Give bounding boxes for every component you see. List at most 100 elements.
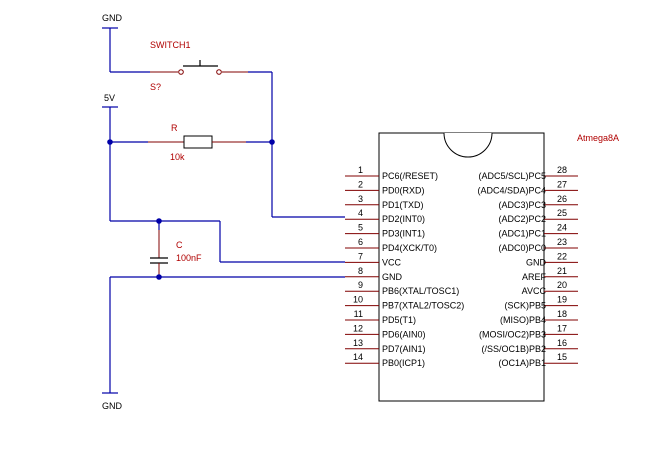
chip-pin-19: 19 (SCK)PB5: [504, 295, 578, 311]
pin-number: 6: [358, 237, 363, 247]
pin-number: 4: [358, 208, 363, 218]
capacitor-name-label: C: [176, 240, 183, 250]
pin-name: AVCC: [522, 286, 547, 296]
pin-number: 15: [557, 352, 567, 362]
junction-dot: [156, 218, 162, 224]
pin-name: PD0(RXD): [382, 185, 425, 195]
switch-contact-right: [216, 69, 222, 75]
pin-number: 5: [358, 223, 363, 233]
pin-name: (ADC0)PC0: [498, 243, 546, 253]
pin-number: 24: [557, 223, 567, 233]
resistor-value-label: 10k: [170, 152, 185, 162]
pin-number: 17: [557, 323, 567, 333]
pin-number: 13: [353, 338, 363, 348]
chip-pin-27: 27(ADC4/SDA)PC4: [477, 179, 578, 195]
switch-circuit: SWITCH1 S?: [110, 40, 273, 217]
gnd-label-bottom: GND: [102, 401, 123, 411]
pin-number: 23: [557, 237, 567, 247]
pin-number: 11: [354, 309, 363, 319]
pin-number: 19: [557, 295, 567, 305]
resistor-circuit: R 10k: [110, 123, 272, 162]
pin-name: PD1(TXD): [382, 200, 424, 210]
pin-number: 22: [557, 251, 567, 261]
pin-number: 12: [353, 323, 363, 333]
pin-name: PD7(AIN1): [382, 344, 426, 354]
pin-number: 18: [557, 309, 567, 319]
pin-number: 21: [557, 266, 567, 276]
switch-contact-left: [178, 69, 184, 75]
pin-name: (ADC1)PC1: [498, 229, 546, 239]
pin-number: 10: [353, 295, 363, 305]
pin-number: 9: [358, 280, 363, 290]
chip-pin-17: 17 (MOSI/OC2)PB3: [479, 323, 578, 339]
pin-name: PC6(/RESET): [382, 171, 438, 181]
pin-name: PD4(XCK/T0): [382, 243, 437, 253]
resistor-body: [183, 135, 213, 149]
pin-name: PD3(INT1): [382, 229, 425, 239]
pin-name: VCC: [382, 257, 402, 267]
gnd-symbol-top: GND: [102, 13, 123, 72]
chip-pin-23: 23 (ADC0)PC0: [498, 237, 578, 253]
pin-number: 3: [358, 194, 363, 204]
capacitor: C 100nF: [150, 230, 202, 277]
atmega8a-chip: Atmega8A 1PC6(/RESET)2PD0(RXD)3PD1(TXD)4…: [345, 132, 619, 402]
pin-number: 20: [557, 280, 567, 290]
vcc-label: 5V: [104, 93, 115, 103]
pin-number: 14: [353, 352, 363, 362]
pin-name: PB7(XTAL2/TOSC2): [382, 301, 464, 311]
chip-left-pins: 1PC6(/RESET)2PD0(RXD)3PD1(TXD)4PD2(INT0)…: [345, 165, 464, 368]
pin-name: (/SS/OC1B)PB2: [481, 344, 546, 354]
pin-name: GND: [382, 272, 403, 282]
pin-name: GND: [526, 257, 547, 267]
chip-pin-26: 26 (ADC3)PC3: [498, 194, 578, 210]
pin-name: PB6(XTAL/TOSC1): [382, 286, 459, 296]
pin-name: (SCK)PB5: [504, 301, 546, 311]
chip-pin-28: 28(ADC5/SCL)PC5: [478, 165, 578, 181]
pin-number: 26: [557, 194, 567, 204]
chip-pin-25: 25(ADC2)PC2: [498, 208, 578, 224]
resistor-name-label: R: [171, 123, 178, 133]
pin-number: 7: [358, 251, 363, 261]
chip-body: [378, 132, 545, 402]
gnd-net: GND: [102, 276, 345, 411]
pin-name: (MOSI/OC2)PB3: [479, 329, 546, 339]
pin-number: 1: [358, 165, 363, 175]
chip-notch: [443, 132, 493, 158]
pin-number: 27: [557, 179, 567, 189]
pin-number: 8: [358, 266, 363, 276]
pin-name: (ADC3)PC3: [498, 200, 546, 210]
junction-dot: [269, 139, 275, 145]
vcc-net: [110, 220, 345, 263]
pin-name: AREF: [522, 272, 547, 282]
chip-name-label: Atmega8A: [577, 133, 619, 143]
pin-name: PD5(T1): [382, 315, 416, 325]
pin-number: 2: [358, 179, 363, 189]
pin-name: PD6(AIN0): [382, 329, 426, 339]
pin-name: (ADC5/SCL)PC5: [478, 171, 546, 181]
chip-pin-16: 16(/SS/OC1B)PB2: [481, 338, 578, 354]
junction-dot: [156, 274, 162, 280]
switch-ref-label: S?: [150, 82, 161, 92]
pin-number: 25: [557, 208, 567, 218]
chip-pin-15: 15(OC1A)PB1: [498, 352, 578, 368]
junction-dot: [107, 139, 113, 145]
pin-name: PD2(INT0): [382, 214, 425, 224]
chip-pin-24: 24 (ADC1)PC1: [498, 223, 578, 239]
